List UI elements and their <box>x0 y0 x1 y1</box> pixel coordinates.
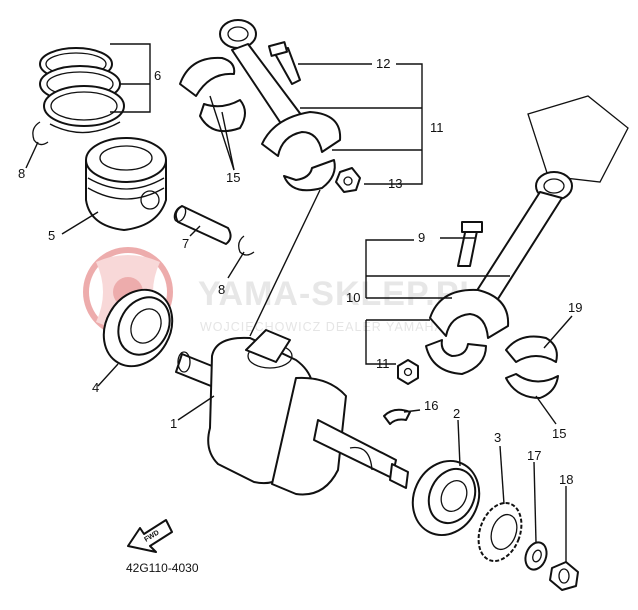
part-code: 42G110-4030 <box>126 561 199 575</box>
rod-nut-lower <box>397 359 419 385</box>
rod-nut-upper <box>335 167 361 193</box>
connecting-rod-upper <box>219 19 342 192</box>
rod-bolt-lower <box>457 221 483 267</box>
callout-3: 3 <box>494 430 501 445</box>
callout-12: 11 <box>430 120 444 135</box>
callout-2: 2 <box>453 406 460 421</box>
callout-19: 19 <box>568 300 582 315</box>
callout-9: 10 <box>346 290 360 305</box>
callout-8-right: 8 <box>218 282 225 297</box>
crank-nut <box>549 561 579 591</box>
callout-17: 17 <box>527 448 541 463</box>
callout-13: 12 <box>376 56 390 71</box>
callout-labels: 6 8 5 7 8 15 12 11 13 9 10 11 19 15 16 4… <box>18 56 582 487</box>
piston-rings <box>39 47 125 134</box>
washer <box>524 541 548 571</box>
callout-18: 18 <box>559 472 573 487</box>
primary-gear <box>477 501 523 563</box>
watermark-brand: YAMA-SKLEP.PL <box>198 275 481 313</box>
crank-bearing-right <box>411 460 481 536</box>
callout-1: 1 <box>170 416 177 431</box>
rod-bolt-upper <box>267 41 301 85</box>
callout-15-upper: 15 <box>226 170 240 185</box>
forward-direction-arrow: FWD <box>127 519 173 553</box>
callout-11: 11 <box>376 356 390 371</box>
callout-10: 9 <box>418 230 425 245</box>
crankshaft <box>175 329 409 496</box>
callout-15-lower: 15 <box>552 426 566 441</box>
callout-14: 13 <box>388 176 402 191</box>
callout-8-left: 8 <box>18 166 25 181</box>
circlip-right <box>238 235 255 256</box>
woodruff-key <box>383 408 411 425</box>
callout-6: 6 <box>154 68 161 83</box>
cylinder-outline <box>527 95 629 183</box>
circlip-left <box>32 121 49 146</box>
callout-16: 16 <box>424 398 438 413</box>
callout-5: 5 <box>48 228 55 243</box>
bearing-shells-lower <box>505 335 559 399</box>
callout-4: 4 <box>92 380 99 395</box>
crank-bearing-left <box>102 288 174 368</box>
piston <box>85 137 167 231</box>
connecting-rod-lower <box>425 171 573 375</box>
callout-7: 7 <box>182 236 189 251</box>
bearing-shells-upper <box>179 56 246 132</box>
leader-lines <box>25 43 573 562</box>
watermark-subtitle: WOJCIECHOWICZ DEALER YAMAHA <box>200 320 444 334</box>
piston-pin <box>173 205 232 245</box>
